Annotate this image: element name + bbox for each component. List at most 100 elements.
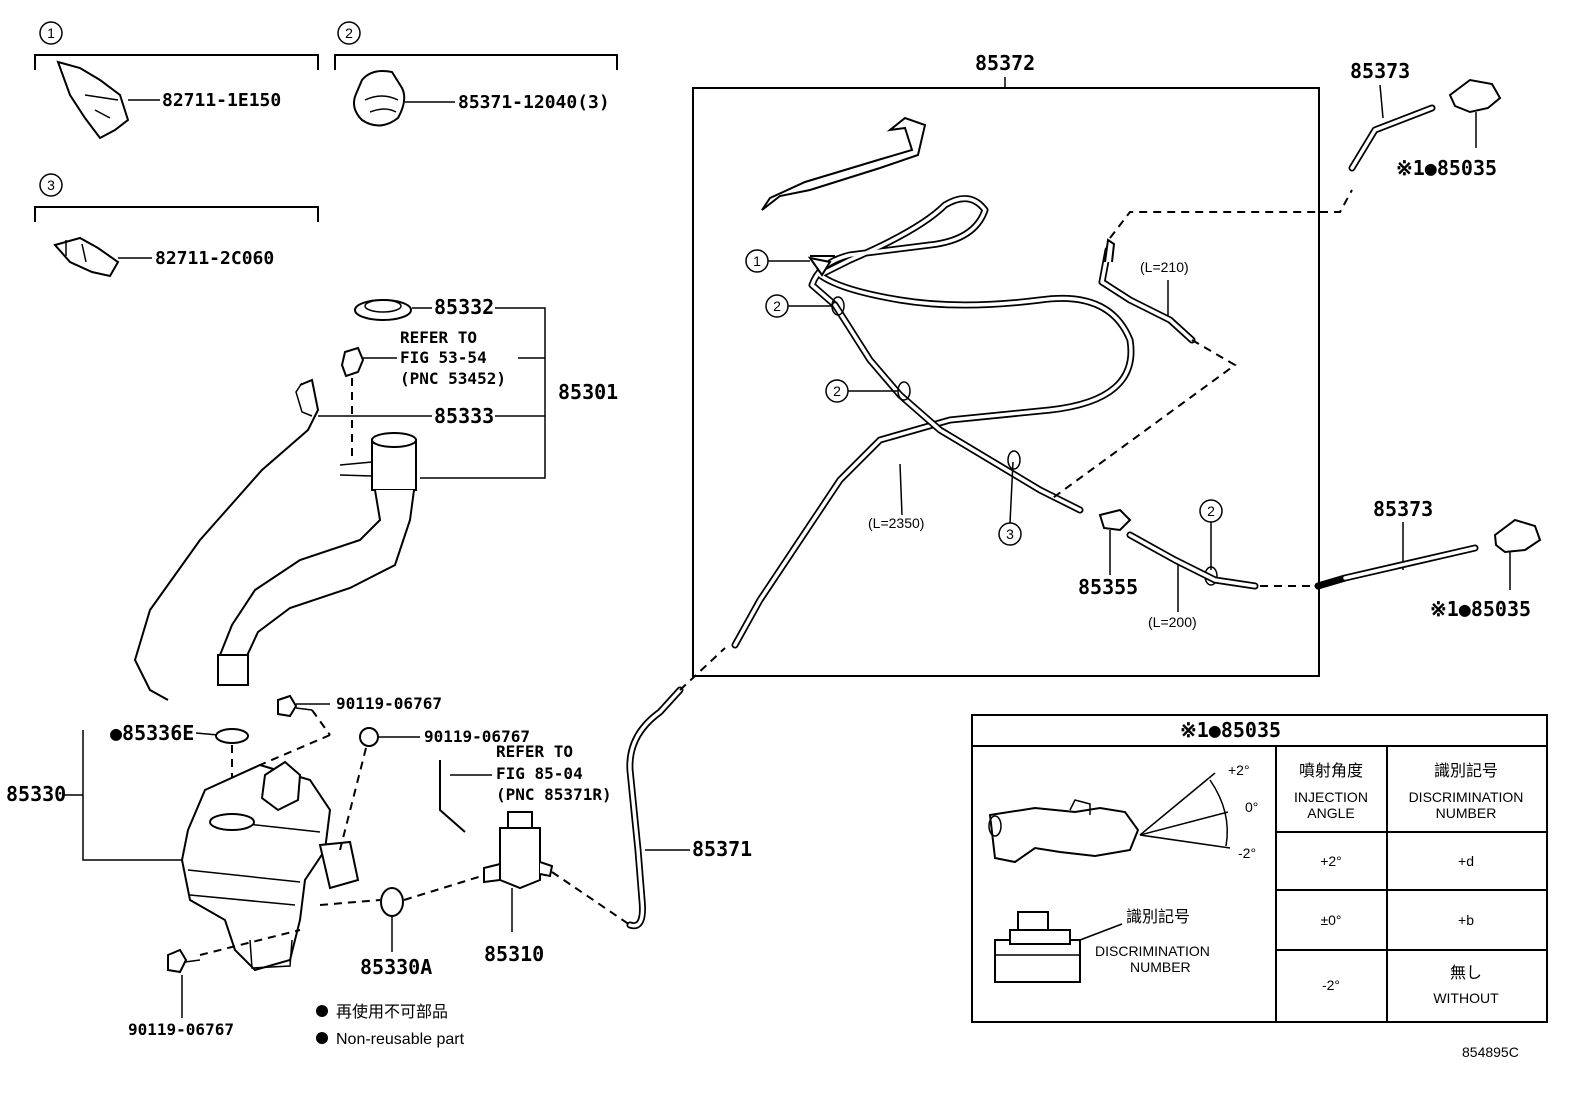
part-85035-top: ※1●85035: [1396, 156, 1497, 180]
part-90119-mid: 90119-06767: [424, 727, 530, 746]
box-callout-3: 3: [1006, 526, 1014, 542]
row1-disc: +d: [1458, 853, 1474, 869]
nozzle-set-top: 85373 ※1●85035: [1320, 59, 1502, 213]
box-callout-1: 1: [753, 253, 761, 269]
row3-disc-en: WITHOUT: [1433, 990, 1499, 1006]
callout-2-circle: [337, 21, 361, 45]
reservoir-85330: ●85336E 85330 90119-06767 90119-06767 90…: [6, 694, 530, 1039]
nozzle-85035-top: [1448, 78, 1502, 114]
angle-mark-plus2: +2°: [1228, 762, 1250, 778]
bolt-90119-bottom: [167, 948, 188, 974]
hose-bracket: [761, 116, 927, 211]
nut-90119-mid: [359, 727, 379, 747]
refer-note-2-line1: REFER TO: [496, 742, 573, 761]
col1-header-en-1: INJECTION: [1294, 789, 1368, 805]
length-l210: (L=210): [1140, 259, 1189, 275]
nozzle-85035-mid: [1493, 518, 1542, 554]
callout-1-circle: [39, 21, 63, 45]
clip-82711-2c060: [53, 236, 120, 278]
group-2: 2 85371-12040(3): [334, 21, 618, 127]
group-3-bracket: [34, 206, 319, 222]
disc-label-en-1: DISCRIMINATION: [1095, 943, 1210, 959]
kit-box: [692, 87, 1320, 677]
bracket-85330: [82, 730, 182, 861]
hose-85371: 85371: [626, 647, 752, 930]
part-85373-mid: 85373: [1373, 497, 1433, 521]
refer-note-1-line3: (PNC 53452): [400, 369, 506, 388]
col2-header-en-2: NUMBER: [1436, 805, 1497, 821]
length-l200: (L=200): [1148, 614, 1197, 630]
part-90119-top: 90119-06767: [336, 694, 442, 713]
angle-mark-0: 0°: [1245, 799, 1258, 815]
grommet-85330a: [380, 887, 404, 917]
part-85371-12040: 85371-12040(3): [458, 92, 610, 113]
part-85332: 85332: [434, 295, 494, 319]
pump-body: [499, 827, 541, 890]
table-connector-drawing: [994, 939, 1081, 983]
grommet-85336e: [215, 728, 249, 744]
clip-82711-1e150: [56, 60, 130, 140]
legend-dot-jp: [316, 1005, 328, 1017]
callout-1-label: 1: [47, 25, 55, 41]
part-85310: 85310: [484, 942, 544, 966]
legend: 再使用不可部品 Non-reusable part: [316, 1003, 465, 1048]
group-3: 3 82711-2C060: [34, 173, 319, 278]
refer-note-1-line2: FIG 53-54: [400, 348, 487, 367]
nozzle-set-mid: 85373 ※1●85035: [1314, 497, 1542, 621]
part-85372: 85372: [975, 51, 1035, 75]
row2-disc: +b: [1458, 912, 1474, 928]
wire-85333: [133, 378, 320, 701]
washer-tank: [180, 763, 332, 972]
box-callout-2c: 2: [1207, 503, 1215, 519]
table-nozzle-drawing: [988, 806, 1140, 864]
bolt-90119-top: [277, 694, 298, 718]
disc-label-jp: 識別記号: [1126, 908, 1190, 926]
part-82711-1e150: 82711-1E150: [162, 90, 281, 111]
callout-3-label: 3: [47, 177, 55, 193]
part-90119-bottom: 90119-06767: [128, 1020, 234, 1039]
part-85371: 85371: [692, 837, 752, 861]
clamp-85371-12040: [353, 70, 406, 127]
part-85330: 85330: [6, 782, 66, 806]
inlet-assembly-85301: 85332 REFER TO FIG 53-54 (PNC 53452) 853…: [133, 295, 618, 701]
clip-fig-53-54: [340, 346, 365, 378]
group-2-bracket: [334, 54, 618, 70]
row3-angle: -2°: [1322, 977, 1340, 993]
refer-note-2-line2: FIG 85-04: [496, 764, 583, 783]
col2-header-jp: 識別記号: [1434, 762, 1498, 780]
part-85301: 85301: [558, 380, 618, 404]
callout-3-circle: [39, 173, 63, 197]
nozzle-table: ※1●85035 +2° 0° -2° 識別記号 DISCRIMINATION …: [971, 714, 1548, 1023]
col1-header-en-2: ANGLE: [1307, 805, 1354, 821]
refer-note-2-line3: (PNC 85371R): [496, 785, 612, 804]
disc-label-en-2: NUMBER: [1130, 959, 1191, 975]
part-85333: 85333: [434, 404, 494, 428]
row2-angle: ±0°: [1320, 912, 1341, 928]
pump-85310: REFER TO FIG 85-04 (PNC 85371R) 85310: [439, 742, 631, 966]
part-85336e: ●85336E: [110, 721, 194, 745]
part-85355: 85355: [1078, 575, 1138, 599]
part-85035-mid: ※1●85035: [1430, 597, 1531, 621]
figure-id: 854895C: [1462, 1044, 1519, 1060]
length-l2350: (L=2350): [868, 515, 924, 531]
box-callout-2b: 2: [833, 383, 841, 399]
part-85373-top: 85373: [1350, 59, 1410, 83]
box-callout-2a: 2: [773, 298, 781, 314]
legend-jp: 再使用不可部品: [336, 1003, 448, 1021]
part-85330a: 85330A: [360, 955, 432, 979]
row1-angle: +2°: [1320, 853, 1342, 869]
cap-85332: [354, 299, 412, 321]
row3-disc-jp: 無し: [1450, 964, 1482, 982]
legend-dot-en: [316, 1032, 328, 1044]
hose-l200: [1126, 531, 1259, 590]
filler-pipe: [218, 489, 415, 662]
part-82711-2c060: 82711-2C060: [155, 248, 274, 269]
col2-header-en-1: DISCRIMINATION: [1409, 789, 1524, 805]
hose-kit-85372: 85372 1 2 2 3 2 8: [692, 51, 1320, 677]
bracket-85301: [420, 307, 546, 479]
legend-en: Non-reusable part: [336, 1031, 465, 1048]
joint-85355: [1098, 508, 1132, 532]
angle-mark-minus2: -2°: [1238, 845, 1256, 861]
col1-header-jp: 噴射角度: [1299, 762, 1363, 780]
